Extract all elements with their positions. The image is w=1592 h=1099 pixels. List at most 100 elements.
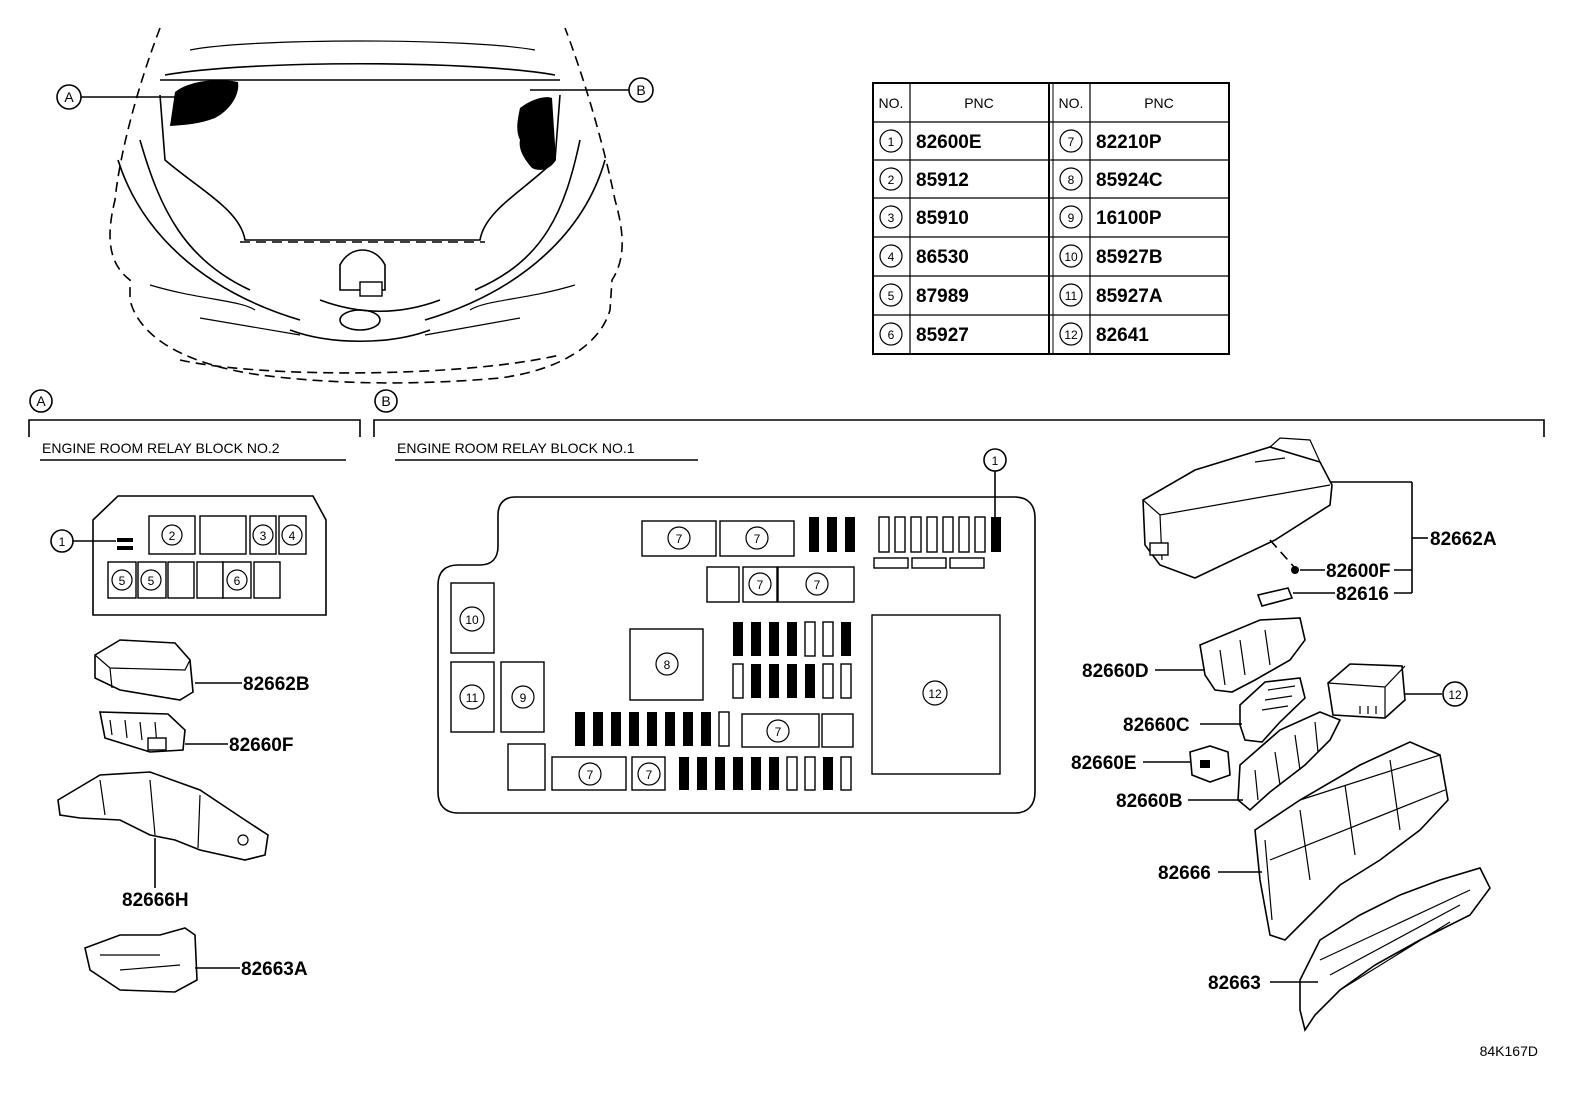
svg-text:10: 10	[1064, 250, 1078, 264]
svg-text:2: 2	[169, 529, 176, 543]
section-a-bracket: A ENGINE ROOM RELAY BLOCK NO.2	[28, 389, 361, 461]
part-82616-puller[interactable]: 82616	[1256, 584, 1412, 607]
svg-text:8: 8	[664, 658, 671, 672]
part-82600f-fuse[interactable]: 82600F	[1269, 539, 1412, 582]
table-header-no: NO.	[879, 95, 904, 111]
svg-text:85910: 85910	[916, 208, 969, 229]
part-82666-housing[interactable]: 82666	[1158, 741, 1449, 941]
part-82660f-holder[interactable]: 82660F	[99, 711, 293, 756]
callout-b-top: B	[530, 77, 654, 103]
svg-text:82210P: 82210P	[1096, 132, 1162, 153]
table-header-pnc: PNC	[964, 95, 994, 111]
callout-a-top: A	[56, 84, 178, 110]
svg-text:6: 6	[234, 574, 241, 588]
svg-text:7: 7	[814, 578, 821, 592]
table-header-pnc-2: PNC	[1144, 95, 1174, 111]
svg-text:3: 3	[260, 529, 267, 543]
part-label-82663: 82663	[1208, 973, 1261, 994]
part-label-82660c: 82660C	[1123, 715, 1190, 736]
svg-text:9: 9	[520, 691, 527, 705]
part-label-82660d: 82660D	[1082, 661, 1149, 682]
relay-block-1-layout: 7 7 7 7 7 7 7 8 9 10 11 12 1	[437, 448, 1036, 814]
table-row: 5 87989 11 85927A	[879, 283, 1163, 307]
svg-text:5: 5	[888, 289, 895, 303]
svg-text:B: B	[381, 393, 390, 409]
svg-text:85912: 85912	[916, 170, 969, 191]
table-header-no-2: NO.	[1059, 95, 1084, 111]
svg-text:1: 1	[992, 454, 999, 468]
part-label-82660b: 82660B	[1116, 791, 1183, 812]
svg-text:86530: 86530	[916, 247, 969, 268]
svg-text:16100P: 16100P	[1096, 208, 1162, 229]
part-label-82662b: 82662B	[243, 674, 310, 695]
svg-text:A: A	[64, 89, 74, 105]
pnc-table: NO. PNC NO. PNC 1 82600E 7 82210P 2 8591…	[872, 82, 1230, 355]
svg-text:4: 4	[289, 529, 296, 543]
svg-text:85927A: 85927A	[1096, 286, 1163, 307]
table-row: 2 85912 8 85924C	[879, 167, 1163, 191]
svg-text:2: 2	[888, 173, 895, 187]
part-12-relay[interactable]: 12	[1327, 663, 1468, 719]
svg-text:7: 7	[757, 578, 764, 592]
relay-block-2-layout: 2 3 4 5 5 6 1	[50, 495, 327, 616]
relay-block-a-mark	[170, 80, 239, 126]
svg-text:12: 12	[1064, 328, 1078, 342]
table-row: 6 85927 12 82641	[879, 322, 1149, 346]
svg-text:7: 7	[676, 532, 683, 546]
svg-text:85927B: 85927B	[1096, 247, 1163, 268]
svg-text:8: 8	[1068, 173, 1075, 187]
part-82662a-cover[interactable]: 82662A	[1142, 437, 1497, 593]
svg-text:11: 11	[1065, 289, 1078, 303]
svg-text:85924C: 85924C	[1096, 170, 1163, 191]
svg-text:85927: 85927	[916, 325, 969, 346]
svg-text:3: 3	[888, 211, 895, 225]
svg-text:7: 7	[587, 768, 594, 782]
svg-text:5: 5	[119, 574, 126, 588]
part-label-82616: 82616	[1336, 584, 1389, 605]
part-label-82660f: 82660F	[229, 735, 293, 756]
part-82663-lower[interactable]: 82663	[1208, 867, 1491, 1032]
part-label-82666: 82666	[1158, 863, 1211, 884]
svg-text:82600E: 82600E	[916, 132, 982, 153]
part-label-82663a: 82663A	[241, 959, 308, 980]
vehicle-front-outline	[109, 27, 623, 384]
part-label-82662a: 82662A	[1430, 529, 1497, 550]
relay-block-b-mark	[517, 97, 556, 170]
svg-text:12: 12	[928, 687, 942, 701]
svg-text:7: 7	[754, 532, 761, 546]
part-82663a-lower[interactable]: 82663A	[84, 927, 308, 993]
svg-text:5: 5	[148, 574, 155, 588]
section-b-title: ENGINE ROOM RELAY BLOCK NO.1	[397, 440, 635, 456]
svg-text:9: 9	[1068, 211, 1075, 225]
part-label-82600f: 82600F	[1326, 561, 1390, 582]
svg-text:11: 11	[466, 691, 479, 705]
table-row: 1 82600E 7 82210P	[879, 129, 1162, 153]
part-82666h-housing[interactable]: 82666H	[57, 771, 269, 911]
part-82660c-holder[interactable]: 82660C	[1123, 677, 1306, 743]
svg-text:87989: 87989	[916, 286, 969, 307]
svg-text:B: B	[636, 82, 645, 98]
svg-text:4: 4	[888, 250, 895, 264]
svg-text:12: 12	[1448, 688, 1462, 702]
table-row: 4 86530 10 85927B	[879, 244, 1163, 268]
svg-text:7: 7	[646, 768, 653, 782]
svg-text:1: 1	[59, 535, 66, 549]
part-82662b-cover[interactable]: 82662B	[94, 639, 310, 701]
section-b-bracket: B ENGINE ROOM RELAY BLOCK NO.1	[373, 389, 1545, 461]
part-82660d-holder[interactable]: 82660D	[1082, 617, 1306, 693]
svg-text:10: 10	[465, 613, 479, 627]
part-82660e-fuse-block[interactable]: 82660E	[1071, 745, 1231, 783]
svg-text:7: 7	[775, 725, 782, 739]
table-row: 3 85910 9 16100P	[879, 205, 1162, 229]
svg-text:82641: 82641	[1096, 325, 1149, 346]
part-label-82666h: 82666H	[122, 890, 189, 911]
illustration-code: 84K167D	[1480, 1043, 1538, 1059]
section-a-title: ENGINE ROOM RELAY BLOCK NO.2	[42, 440, 280, 456]
svg-text:7: 7	[1068, 135, 1075, 149]
part-82660b-holder[interactable]: 82660B	[1116, 711, 1342, 812]
svg-text:1: 1	[888, 135, 895, 149]
part-label-82660e: 82660E	[1071, 753, 1137, 774]
svg-text:A: A	[36, 393, 46, 409]
svg-text:6: 6	[888, 328, 895, 342]
